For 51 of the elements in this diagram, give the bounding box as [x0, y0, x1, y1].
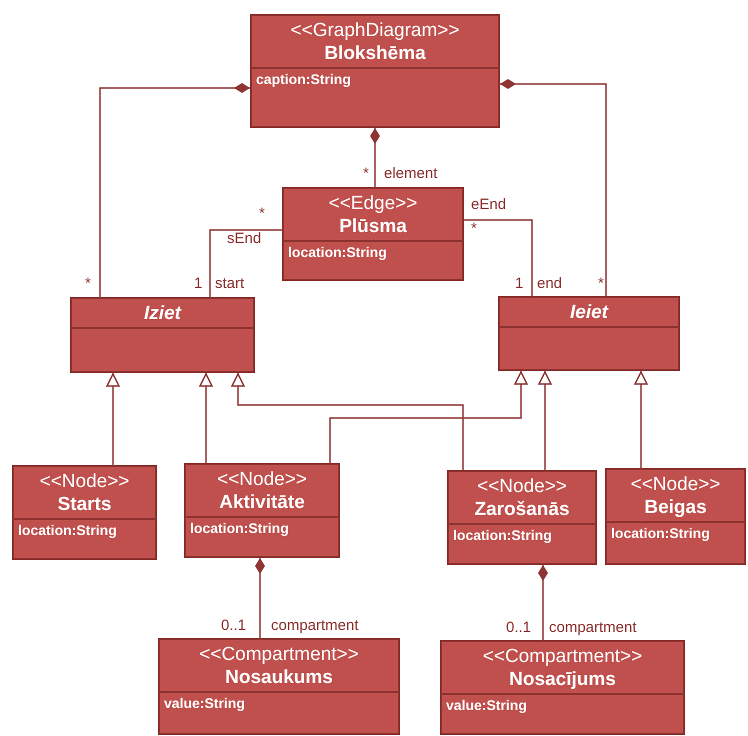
composition-line: [255, 558, 265, 638]
class-box: [447, 470, 597, 565]
class-name: Beigas: [644, 496, 707, 519]
class-box: [605, 468, 746, 565]
generalization-arrow: [329, 371, 528, 463]
attribute-text: value:String: [445, 696, 528, 715]
composition-line: [538, 565, 548, 640]
composition-line: [99, 83, 250, 297]
association-line: [209, 229, 282, 297]
attribute-text: location:String: [610, 524, 711, 543]
generalization-arrow: [538, 371, 552, 470]
generalization-arrow: [231, 373, 464, 470]
class-name: Blokshēma: [324, 42, 426, 65]
class-box: [158, 638, 400, 735]
attribute-text: location:String: [17, 521, 118, 540]
stereotype-label: <<Node>>: [40, 470, 130, 493]
stereotype-label: <<Compartment>>: [482, 645, 642, 668]
stereotype-label: <<Node>>: [477, 475, 567, 498]
stereotype-label: <<Node>>: [630, 473, 720, 496]
role-label: compartment: [548, 620, 638, 636]
attribute-text: location:String: [189, 519, 290, 538]
generalization-arrow: [634, 371, 648, 468]
class-box: [250, 14, 500, 128]
class-box: [498, 296, 680, 371]
class-name: Plūsma: [339, 215, 407, 238]
class-name: Ieiet: [570, 301, 608, 324]
class-name: Zarošanās: [474, 498, 570, 521]
attribute-text: caption:String: [255, 70, 352, 89]
class-box: [184, 463, 340, 558]
stereotype-label: <<GraphDiagram>>: [290, 19, 460, 42]
attribute-text: location:String: [287, 243, 388, 262]
role-label: compartment: [270, 618, 360, 634]
class-box: [70, 297, 255, 373]
class-name: Nosaukums: [225, 666, 333, 689]
attribute-text: value:String: [163, 694, 246, 713]
stereotype-label: <<Compartment>>: [199, 643, 359, 666]
class-name: Iziet: [144, 302, 181, 325]
association-line: [464, 219, 533, 296]
class-name: Aktivitāte: [219, 491, 305, 514]
class-name: Nosacījums: [509, 668, 616, 691]
composition-line: [370, 128, 380, 187]
class-box: [12, 465, 157, 560]
composition-line: [500, 79, 607, 296]
stereotype-label: <<Node>>: [217, 468, 307, 491]
attribute-text: location:String: [452, 526, 553, 545]
generalization-arrow: [199, 373, 213, 463]
class-box: [282, 187, 464, 281]
generalization-arrow: [106, 373, 120, 465]
stereotype-label: <<Edge>>: [328, 192, 418, 215]
class-box: [440, 640, 685, 735]
class-name: Starts: [58, 493, 112, 516]
